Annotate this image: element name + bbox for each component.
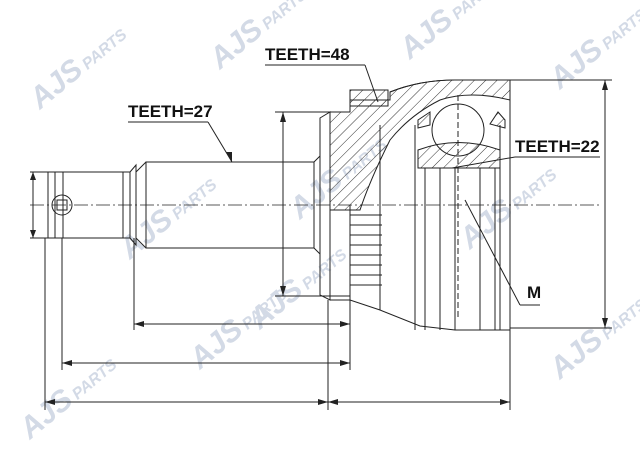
label-teeth-22: TEETH=22 <box>515 137 600 156</box>
svg-text:PARTS: PARTS <box>509 166 561 213</box>
label-teeth-27: TEETH=27 <box>128 102 213 121</box>
svg-text:AJS: AJS <box>543 323 610 386</box>
svg-text:AJS: AJS <box>393 3 460 66</box>
svg-text:PARTS: PARTS <box>169 176 221 223</box>
label-thread-m: M <box>527 283 541 302</box>
svg-text:PARTS: PARTS <box>299 246 351 293</box>
svg-text:PARTS: PARTS <box>449 0 501 23</box>
spline-shaft <box>145 161 315 249</box>
part-outline <box>30 64 612 410</box>
svg-text:AJS: AJS <box>453 193 520 256</box>
svg-text:PARTS: PARTS <box>259 0 311 33</box>
svg-text:AJS: AJS <box>543 33 610 96</box>
svg-text:AJS: AJS <box>183 313 250 376</box>
svg-text:AJS: AJS <box>13 383 80 446</box>
stub-end <box>47 171 131 239</box>
svg-text:PARTS: PARTS <box>599 6 640 53</box>
svg-text:AJS: AJS <box>23 53 90 116</box>
label-teeth-48: TEETH=48 <box>265 45 350 64</box>
svg-text:AJS: AJS <box>203 13 270 76</box>
abs-ring <box>349 205 382 300</box>
svg-text:PARTS: PARTS <box>79 26 131 73</box>
arrowheads <box>30 80 608 405</box>
